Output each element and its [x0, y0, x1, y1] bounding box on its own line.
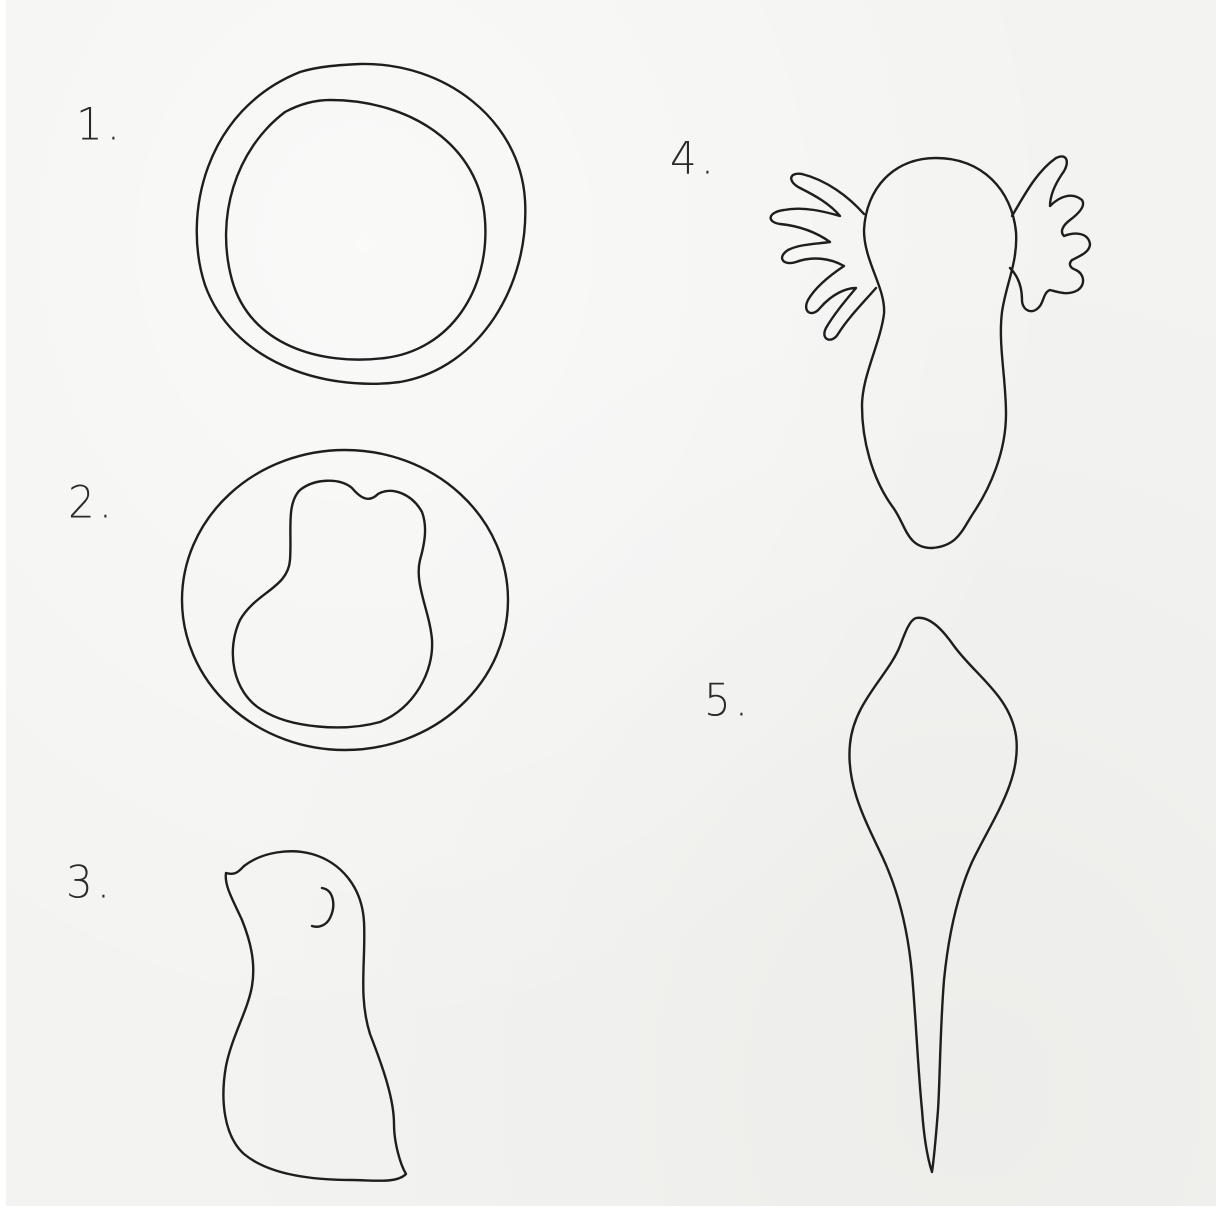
stage-2-egg	[182, 450, 508, 750]
stage-2-outer-membrane	[182, 450, 508, 750]
stage-4-left-gill	[771, 174, 876, 340]
stage-5-tadpole	[849, 618, 1016, 1172]
stage-3-eye	[312, 888, 333, 927]
stage-4-body	[862, 158, 1016, 548]
stage-4-larva	[771, 156, 1090, 548]
stage-3-embryo	[223, 851, 406, 1180]
stage-4-right-gill	[1010, 156, 1090, 311]
stage-1-inner-cell	[226, 100, 485, 360]
stage-2-embryo	[233, 481, 432, 728]
stage-1-egg	[197, 64, 526, 384]
stage-3-body	[223, 851, 406, 1180]
stage-1-outer-membrane	[197, 64, 526, 384]
stage-5-body	[849, 618, 1016, 1172]
